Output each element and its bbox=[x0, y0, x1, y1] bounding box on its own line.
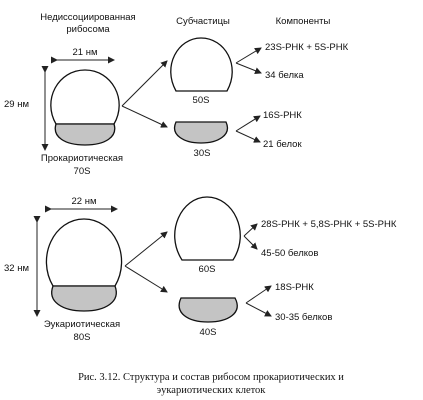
header-components: Компоненты bbox=[276, 16, 331, 27]
comp-30s-rna: 16S-РНК bbox=[263, 110, 302, 121]
caption-line1: Рис. 3.12. Структура и состав рибосом пр… bbox=[78, 372, 344, 383]
arrow-60s-proteins bbox=[243, 235, 258, 250]
comp-60s-proteins: 45-50 белков bbox=[261, 248, 318, 259]
subunit-40s-shape bbox=[178, 297, 238, 323]
subunit-60s-label: 60S bbox=[199, 264, 216, 275]
arrow-to-50s bbox=[121, 60, 168, 107]
header-subparticles: Субчастицы bbox=[176, 16, 230, 27]
arrow-to-60s bbox=[124, 231, 168, 267]
width-label-prokaryotic: 21 нм bbox=[73, 47, 98, 58]
subunit-40s-label: 40S bbox=[200, 327, 217, 338]
arrow-60s-rna bbox=[243, 223, 258, 237]
height-label-eukaryotic: 32 нм bbox=[4, 263, 29, 274]
prokaryotic-70s: 70S bbox=[74, 166, 91, 177]
comp-50s-proteins: 34 белка bbox=[265, 70, 304, 81]
comp-30s-proteins: 21 белок bbox=[263, 139, 302, 150]
prokaryotic-name: Прокариотическая bbox=[41, 153, 123, 164]
header-undissociated-line1: Недиссоциированная bbox=[40, 12, 135, 23]
subunit-50s-label: 50S bbox=[193, 95, 210, 106]
eukaryotic-name: Эукариотическая bbox=[44, 319, 120, 330]
eukaryotic-ribosome-small-part bbox=[51, 285, 117, 312]
comp-60s-rna: 28S-РНК + 5,8S-РНК + 5S-РНК bbox=[261, 219, 397, 230]
prokaryotic-ribosome-large-part bbox=[50, 69, 120, 125]
header-undissociated-line2: рибосома bbox=[66, 24, 110, 35]
comp-40s-proteins: 30-35 белков bbox=[275, 312, 332, 323]
eukaryotic-ribosome-large-part bbox=[45, 218, 123, 287]
prokaryotic-ribosome-small-part bbox=[54, 123, 116, 146]
arrow-to-30s bbox=[121, 105, 168, 128]
caption-line2: эукариотических клеток bbox=[157, 385, 267, 396]
arrow-to-40s bbox=[124, 265, 168, 293]
arrow-30s-rna bbox=[235, 115, 261, 132]
subunit-30s-shape bbox=[174, 121, 228, 144]
subunit-30s-label: 30S bbox=[194, 148, 211, 159]
arrow-40s-proteins bbox=[245, 302, 272, 317]
subunit-60s-shape bbox=[174, 196, 241, 261]
subunit-50s-shape bbox=[170, 37, 233, 92]
arrow-50s-proteins bbox=[235, 62, 262, 75]
arrow-40s-rna bbox=[245, 285, 272, 304]
comp-40s-rna: 18S-РНК bbox=[275, 282, 314, 293]
eukaryotic-80s: 80S bbox=[74, 332, 91, 343]
width-label-eukaryotic: 22 нм bbox=[72, 196, 97, 207]
height-label-prokaryotic: 29 нм bbox=[4, 99, 29, 110]
arrow-50s-rna bbox=[235, 47, 262, 64]
arrow-30s-proteins bbox=[235, 130, 261, 143]
comp-50s-rna: 23S-РНК + 5S-РНК bbox=[265, 42, 349, 53]
